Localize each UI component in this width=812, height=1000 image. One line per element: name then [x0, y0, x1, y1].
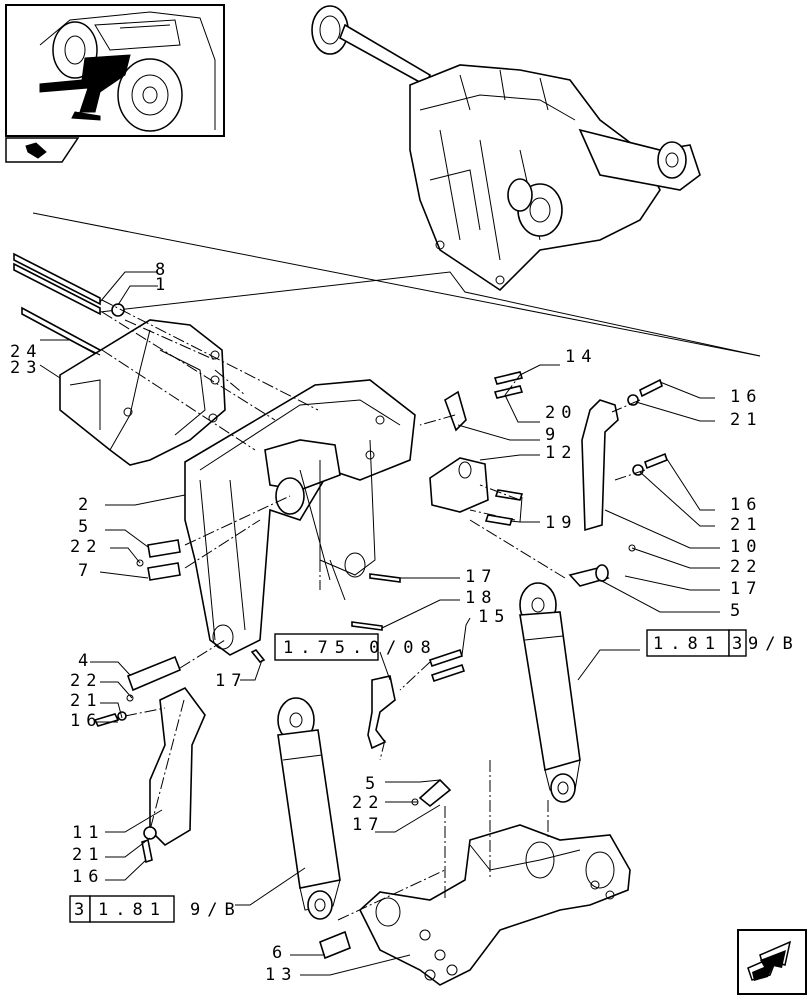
callout-15: 15: [478, 607, 510, 627]
callout-18: 18: [465, 588, 497, 608]
lower-drawbar-part: [359, 824, 631, 986]
main-support-part: [184, 379, 416, 656]
callout-22a: 22: [730, 557, 762, 577]
callout-16b: 16: [730, 495, 762, 515]
assembly-lines: [101, 299, 646, 921]
ref-c-suffix: 9/B: [190, 900, 242, 920]
callout-16a: 16: [730, 387, 762, 407]
callout-21b: 21: [730, 515, 762, 535]
callout-20: 20: [545, 403, 577, 423]
small-hardware: [93, 371, 668, 960]
reference-1-81-3-9-b[interactable]: 1.81 3 9/B: [646, 629, 800, 657]
callout-19: 19: [545, 513, 577, 533]
callout-17d: 17: [352, 815, 384, 835]
ref-c-box-num: 3: [74, 900, 91, 920]
rod-parts: [13, 252, 125, 358]
hydraulic-cylinders: [277, 582, 581, 920]
callout-11: 11: [72, 823, 104, 843]
callout-21c: 21: [70, 691, 102, 711]
callout-8: 8: [155, 260, 171, 280]
callout-22d: 22: [352, 793, 384, 813]
callout-16c: 16: [70, 711, 102, 731]
callout-9: 9: [545, 425, 561, 445]
callout-21a: 21: [730, 410, 762, 430]
callout-22c: 22: [70, 671, 102, 691]
callout-4: 4: [78, 651, 94, 671]
bracket-part: [59, 319, 226, 466]
callout-13: 13: [265, 965, 297, 985]
callout-2: 2: [78, 495, 94, 515]
callout-labels: 8 1 24 23 14 20 9 12 16 21 16 21 19 10 2…: [10, 260, 762, 985]
callout-17c: 17: [215, 671, 247, 691]
tractor-overview-thumbnail-icon[interactable]: [5, 4, 225, 137]
back-arrow-icon[interactable]: [5, 137, 80, 163]
callout-12: 12: [545, 443, 577, 463]
callout-17a: 17: [730, 579, 762, 599]
callout-1: 1: [155, 275, 171, 295]
leader-lines: [39, 271, 720, 976]
ref-a-box: 1.75.0: [283, 638, 386, 658]
callout-5c: 5: [365, 774, 381, 794]
callout-6: 6: [272, 943, 288, 963]
callout-5a: 5: [78, 517, 94, 537]
callout-24: 24: [10, 342, 42, 362]
callout-17b: 17: [465, 567, 497, 587]
next-page-arrow-icon[interactable]: [737, 929, 807, 995]
callout-7: 7: [78, 561, 94, 581]
reference-3-1-81-9-b[interactable]: 3 1.81 9/B: [69, 895, 242, 923]
ref-b-suffix: 9/B: [748, 634, 800, 654]
rear-axle-assembly-overview: [311, 5, 701, 292]
callout-14: 14: [565, 347, 597, 367]
callout-10: 10: [730, 537, 762, 557]
reference-1-75-0-08[interactable]: 1.75.0 /08: [274, 633, 438, 661]
callout-5b: 5: [730, 601, 746, 621]
ref-a-suffix: /08: [386, 638, 438, 658]
callout-21d: 21: [72, 845, 104, 865]
callout-16d: 16: [72, 867, 104, 887]
callout-23: 23: [10, 358, 42, 378]
callout-22b: 22: [70, 537, 102, 557]
ref-b-box-num: 3: [732, 634, 749, 654]
ref-b-box: 1.81: [653, 634, 722, 654]
ref-c-box: 1.81: [98, 900, 167, 920]
